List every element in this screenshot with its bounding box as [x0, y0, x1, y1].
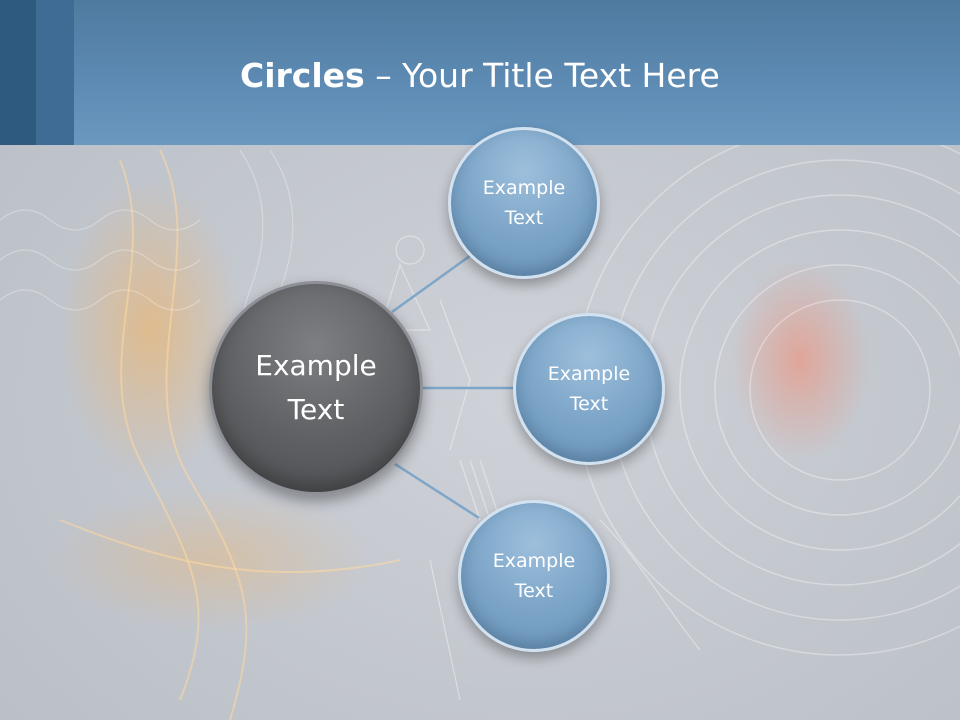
title-bar-accent-mid — [36, 0, 74, 145]
slide-title: Circles – Your Title Text Here — [240, 52, 720, 100]
slide-title-bold: Circles — [240, 56, 365, 95]
title-bar: Circles – Your Title Text Here — [0, 0, 960, 145]
node-circle-2-label: Example Text — [547, 363, 631, 415]
node-circle-1[interactable]: Example Text — [448, 127, 600, 279]
node-circle-3-label: Example Text — [492, 550, 576, 602]
slide-title-rest: – Your Title Text Here — [364, 56, 720, 95]
center-circle[interactable]: Example Text — [209, 281, 423, 495]
node-circle-3[interactable]: Example Text — [458, 500, 610, 652]
connector-line-1 — [391, 251, 475, 314]
node-circle-2[interactable]: Example Text — [513, 313, 665, 465]
node-circle-1-label: Example Text — [482, 177, 566, 229]
center-circle-label: Example Text — [255, 349, 377, 426]
connector-line-3 — [394, 462, 480, 520]
title-bar-accent-dark — [0, 0, 36, 145]
